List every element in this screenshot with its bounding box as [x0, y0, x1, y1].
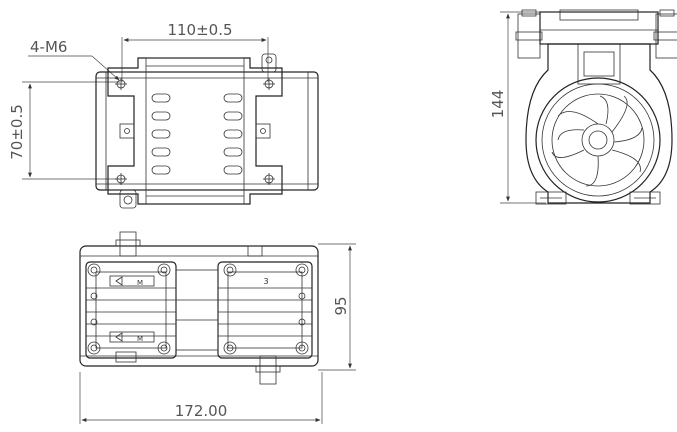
- bottom-height-dim-label: 95: [332, 296, 350, 315]
- side-view: 144: [489, 9, 677, 205]
- bottom-width-dim-label: 172.00: [175, 402, 228, 420]
- vertical-mount-dim-label: 70±0.5: [8, 104, 26, 160]
- side-top-fittings: [515, 9, 677, 85]
- head-label-right: 3: [263, 277, 268, 286]
- left-head-block: M M: [85, 261, 177, 359]
- port-fitting-bottom: [119, 189, 137, 209]
- width-dimension: 172.00: [79, 372, 323, 424]
- top-view: 110±0.5 70±0.5 4-M6: [8, 21, 319, 209]
- motor-housing: [525, 43, 673, 204]
- bottom-body-outline: [79, 245, 319, 367]
- bottom-height-dimension: 95: [318, 243, 356, 371]
- horizontal-mount-dim-label: 110±0.5: [167, 21, 232, 39]
- bolt-callout-label: 4-M6: [30, 38, 67, 56]
- bolt-callout: 4-M6: [28, 38, 120, 81]
- bracket-slots: [151, 93, 243, 175]
- head-bolts: [87, 263, 309, 355]
- height-dimension: 144: [489, 11, 546, 204]
- vertical-mount-dimension: 70±0.5: [8, 81, 120, 180]
- side-foot-right: [629, 191, 661, 205]
- head-label-left-top: M: [137, 279, 143, 287]
- center-coupling: [175, 269, 219, 351]
- port-fitting-top: [261, 53, 277, 73]
- head-label-left-bottom: M: [137, 335, 143, 343]
- bottom-view: 172.00 95 M M: [79, 231, 356, 424]
- bottom-fitting-top: [115, 231, 141, 257]
- bottom-fitting-bottom: [255, 355, 281, 385]
- side-height-dim-label: 144: [489, 90, 507, 119]
- mounting-holes: [115, 78, 275, 185]
- fan-assembly: [535, 77, 661, 203]
- horizontal-mount-dimension: 110±0.5: [121, 21, 269, 82]
- mounting-bracket: [107, 57, 283, 205]
- side-foot-left: [535, 191, 567, 205]
